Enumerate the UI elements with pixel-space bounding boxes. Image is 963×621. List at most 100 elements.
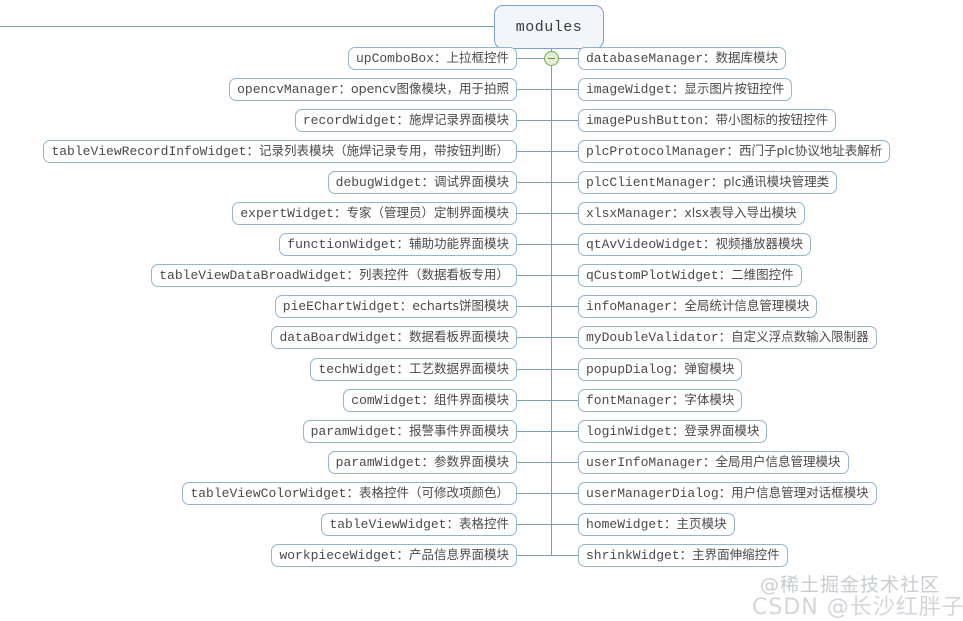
node-label: tableViewWidget：表格控件	[329, 516, 509, 532]
node-label: popupDialog：弹窗模块	[586, 360, 735, 377]
branch-connector	[551, 337, 578, 339]
node-label: techWidget：工艺数据界面模块	[318, 360, 509, 377]
node-label: databaseManager：数据库模块	[586, 49, 779, 66]
branch-connector	[517, 244, 551, 246]
node-label: recordWidget：施焊记录界面模块	[302, 111, 509, 128]
branch-connector	[551, 213, 578, 214]
branch-connector	[551, 430, 578, 432]
root-node-label: modules	[515, 18, 583, 36]
branch-connector	[517, 119, 551, 121]
branch-connector	[551, 555, 578, 557]
branch-connector	[551, 88, 578, 90]
node-right-15[interactable]: homeWidget：主页模块	[578, 513, 735, 536]
branch-connector	[551, 119, 578, 121]
branch-connector	[517, 461, 551, 463]
node-left-3[interactable]: tableViewRecordInfoWidget：记录列表模块（施焊记录专用，…	[43, 139, 517, 163]
node-right-14[interactable]: userManagerDialog：用户信息管理对话框模块	[578, 481, 877, 505]
node-left-16[interactable]: workpieceWidget：产品信息界面模块	[271, 544, 517, 568]
branch-connector	[517, 524, 551, 525]
collapse-toggle-icon[interactable]	[544, 51, 559, 66]
node-right-2[interactable]: imagePushButton：带小图标的按钮控件	[578, 108, 837, 132]
trunk-connector	[551, 66, 552, 556]
node-label: myDoubleValidator：自定义浮点数输入限制器	[586, 329, 869, 346]
branch-connector	[551, 368, 578, 370]
node-left-13[interactable]: paramWidget：参数界面模块	[327, 450, 517, 474]
node-right-5[interactable]: xlsxManager：xlsx表导入导出模块	[578, 202, 805, 225]
node-label: tableViewRecordInfoWidget：记录列表模块（施焊记录专用，…	[51, 142, 509, 159]
root-to-toggle-connector	[551, 49, 552, 52]
node-left-1[interactable]: opencvManager：opencv图像模块，用于拍照	[229, 77, 517, 101]
branch-connector	[517, 150, 551, 152]
node-label: qCustomPlotWidget：二维图控件	[586, 267, 794, 284]
node-label: plcProtocolManager：西门子plc协议地址表解析	[586, 142, 883, 159]
node-label: imagePushButton：带小图标的按钮控件	[586, 111, 829, 128]
minus-icon	[548, 58, 555, 59]
node-label: userInfoManager：全局用户信息管理模块	[586, 453, 841, 470]
node-left-11[interactable]: comWidget：组件界面模块	[343, 388, 517, 412]
node-label: workpieceWidget：产品信息界面模块	[279, 547, 509, 564]
branch-connector	[517, 555, 551, 557]
node-left-4[interactable]: debugWidget：调试界面模块	[327, 170, 517, 194]
node-right-6[interactable]: qtAvVideoWidget：视频播放器模块	[578, 233, 812, 257]
node-left-7[interactable]: tableViewDataBroadWidget：列表控件（数据看板专用）	[151, 264, 517, 288]
node-label: paramWidget：参数界面模块	[335, 453, 509, 470]
node-label: imageWidget：显示图片按钮控件	[586, 80, 785, 97]
node-label: upComboBox：上拉框控件	[355, 49, 509, 66]
branch-connector	[551, 461, 578, 463]
branch-connector	[517, 88, 551, 90]
node-label: shrinkWidget：主界面伸缩控件	[586, 547, 780, 564]
branch-connector	[517, 368, 551, 370]
node-left-14[interactable]: tableViewColorWidget：表格控件（可修改项颜色）	[182, 481, 517, 505]
node-label: infoManager：全局统计信息管理模块	[586, 298, 810, 315]
branch-connector	[517, 181, 551, 183]
node-left-2[interactable]: recordWidget：施焊记录界面模块	[294, 108, 517, 132]
node-label: homeWidget：主页模块	[586, 516, 727, 532]
node-left-6[interactable]: functionWidget：辅助功能界面模块	[279, 233, 517, 257]
branch-connector	[551, 524, 578, 525]
branch-connector	[517, 57, 551, 59]
node-right-16[interactable]: shrinkWidget：主界面伸缩控件	[578, 544, 788, 568]
branch-connector	[517, 337, 551, 339]
node-left-10[interactable]: techWidget：工艺数据界面模块	[310, 357, 517, 381]
node-left-15[interactable]: tableViewWidget：表格控件	[321, 513, 517, 536]
branch-connector	[517, 492, 551, 494]
node-label: functionWidget：辅助功能界面模块	[287, 236, 509, 253]
node-right-1[interactable]: imageWidget：显示图片按钮控件	[578, 77, 793, 101]
node-label: qtAvVideoWidget：视频播放器模块	[586, 236, 804, 253]
branch-connector	[551, 244, 578, 246]
node-label: debugWidget：调试界面模块	[335, 173, 509, 190]
node-label: pieEChartWidget：echarts饼图模块	[282, 298, 509, 315]
branch-connector	[551, 57, 578, 59]
node-right-8[interactable]: infoManager：全局统计信息管理模块	[578, 295, 818, 319]
node-right-13[interactable]: userInfoManager：全局用户信息管理模块	[578, 450, 849, 474]
watermark-csdn: CSDN @长沙红胖子↵	[752, 595, 963, 620]
node-right-11[interactable]: fontManager：字体模块	[578, 388, 743, 412]
node-label: userManagerDialog：用户信息管理对话框模块	[586, 484, 869, 501]
node-right-4[interactable]: plcClientManager：plc通讯模块管理类	[578, 170, 838, 194]
watermark-juejin: @稀土掘金技术社区	[760, 574, 941, 596]
node-left-8[interactable]: pieEChartWidget：echarts饼图模块	[274, 295, 517, 319]
branch-connector	[551, 492, 578, 494]
node-left-5[interactable]: expertWidget：专家（管理员）定制界面模块	[232, 202, 517, 225]
node-right-3[interactable]: plcProtocolManager：西门子plc协议地址表解析	[578, 139, 891, 163]
root-inbound-connector	[0, 26, 495, 27]
branch-connector	[551, 181, 578, 183]
branch-connector	[517, 213, 551, 214]
branch-connector	[551, 399, 578, 401]
node-right-0[interactable]: databaseManager：数据库模块	[578, 46, 787, 70]
node-label: tableViewColorWidget：表格控件（可修改项颜色）	[190, 484, 509, 501]
node-right-7[interactable]: qCustomPlotWidget：二维图控件	[578, 264, 802, 288]
node-label: comWidget：组件界面模块	[351, 391, 509, 408]
node-right-9[interactable]: myDoubleValidator：自定义浮点数输入限制器	[578, 326, 877, 350]
branch-connector	[517, 306, 551, 308]
node-right-12[interactable]: loginWidget：登录界面模块	[578, 419, 768, 443]
node-label: plcClientManager：plc通讯模块管理类	[586, 173, 830, 190]
node-label: tableViewDataBroadWidget：列表控件（数据看板专用）	[159, 267, 509, 284]
node-left-12[interactable]: paramWidget：报警事件界面模块	[302, 419, 517, 443]
branch-connector	[551, 275, 578, 277]
root-node-modules[interactable]: modules	[494, 5, 604, 49]
node-right-10[interactable]: popupDialog：弹窗模块	[578, 357, 743, 381]
node-left-9[interactable]: dataBoardWidget：数据看板界面模块	[271, 326, 517, 350]
node-label: paramWidget：报警事件界面模块	[310, 422, 509, 439]
node-left-0[interactable]: upComboBox：上拉框控件	[347, 46, 517, 70]
